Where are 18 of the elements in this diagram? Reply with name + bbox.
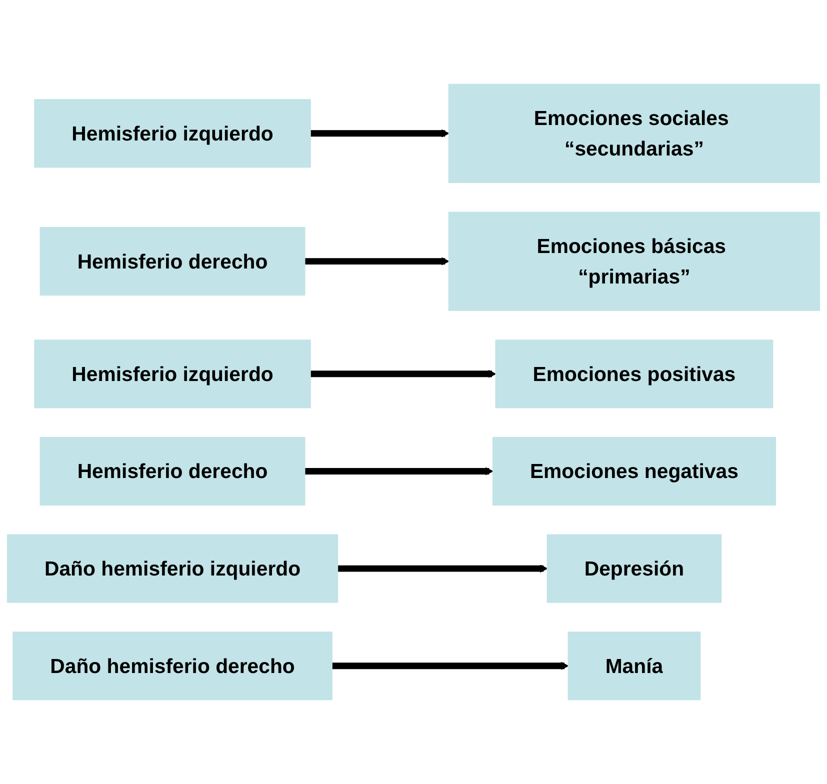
- node-box: Emociones positivas: [495, 340, 774, 408]
- arrow: [310, 129, 450, 138]
- node-box: Emociones básicas “primarias”: [448, 212, 820, 311]
- node-box: Hemisferio izquierdo: [34, 340, 311, 408]
- node-box: Emociones sociales “secundarias”: [448, 84, 820, 183]
- arrow: [310, 370, 496, 378]
- arrow: [304, 467, 494, 476]
- node-box: Hemisferio derecho: [40, 436, 306, 506]
- node-box: Hemisferio izquierdo: [34, 99, 311, 168]
- node-box: Hemisferio derecho: [40, 227, 306, 296]
- arrow: [338, 564, 548, 573]
- node-box: Daño hemisferio derecho: [12, 632, 332, 700]
- node-box: Depresión: [546, 534, 722, 603]
- node-box: Manía: [568, 632, 701, 700]
- node-box: Emociones negativas: [492, 436, 776, 506]
- arrow: [304, 257, 450, 266]
- arrow: [332, 662, 569, 670]
- node-box: Daño hemisferio izquierdo: [6, 534, 338, 603]
